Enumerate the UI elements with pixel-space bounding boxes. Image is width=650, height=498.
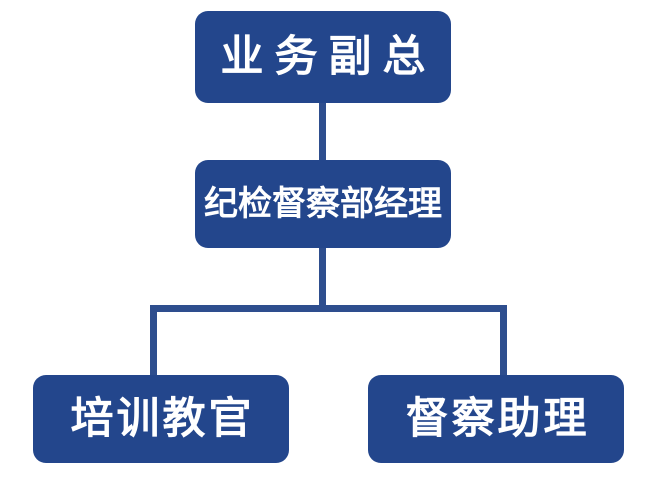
org-node-vp[interactable]: 业务副总 bbox=[195, 11, 451, 103]
org-node-assistant[interactable]: 督察助理 bbox=[368, 375, 624, 463]
connector-horizontal-bar bbox=[150, 305, 507, 312]
connector-to-assistant bbox=[500, 305, 507, 378]
org-node-trainer[interactable]: 培训教官 bbox=[33, 375, 289, 463]
connector-vp-to-manager bbox=[319, 103, 326, 161]
org-node-vp-label: 业务副总 bbox=[220, 32, 437, 81]
org-node-assistant-label: 督察助理 bbox=[405, 394, 590, 443]
org-node-manager-label: 纪检督察部经理 bbox=[204, 185, 442, 223]
connector-to-trainer bbox=[150, 305, 157, 378]
org-node-trainer-label: 培训教官 bbox=[70, 394, 255, 443]
connector-manager-stem bbox=[319, 247, 326, 312]
org-node-manager[interactable]: 纪检督察部经理 bbox=[195, 160, 451, 248]
